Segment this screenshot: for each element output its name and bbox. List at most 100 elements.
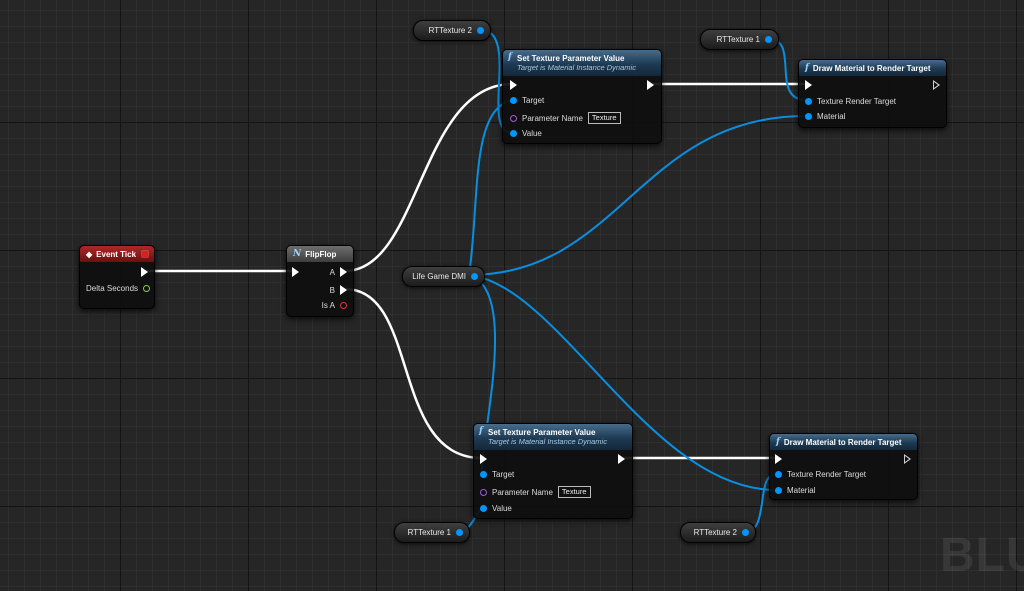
texture-render-target-label: Texture Render Target bbox=[787, 470, 867, 479]
set-texture-header-bottom[interactable]: f Set Texture Parameter Value Target is … bbox=[474, 424, 632, 450]
value-pin-icon[interactable] bbox=[510, 130, 517, 137]
set-texture-parameter-node-bottom[interactable]: f Set Texture Parameter Value Target is … bbox=[473, 423, 633, 519]
value-pin-icon[interactable] bbox=[480, 505, 487, 512]
target-row-bottom: Target bbox=[480, 470, 514, 479]
material-label: Material bbox=[817, 112, 846, 121]
event-tick-node[interactable]: ◆ Event Tick Delta Seconds bbox=[79, 245, 155, 309]
object-pin-icon[interactable] bbox=[742, 529, 749, 536]
material-pin-icon[interactable] bbox=[805, 113, 812, 120]
texture-render-target-row-top: Texture Render Target bbox=[805, 97, 896, 106]
set-texture-subtitle-top: Target is Material Instance Dynamic bbox=[517, 63, 636, 72]
draw-material-header-bottom[interactable]: f Draw Material to Render Target bbox=[770, 434, 917, 450]
material-row-bottom: Material bbox=[775, 486, 815, 495]
material-pin-icon[interactable] bbox=[775, 487, 782, 494]
delta-seconds-label: Delta Seconds bbox=[86, 284, 139, 293]
exec-out-pin-icon[interactable] bbox=[647, 80, 654, 90]
set-texture-exec-in-top[interactable] bbox=[510, 80, 517, 90]
flipflop-out-a[interactable]: A bbox=[330, 267, 347, 277]
exec-wire bbox=[343, 287, 484, 460]
object-pin-icon[interactable] bbox=[471, 273, 478, 280]
rttexture-2-variable-bottom[interactable]: RTTexture 2 bbox=[680, 522, 756, 543]
set-texture-title-top: Set Texture Parameter Value bbox=[517, 54, 625, 63]
set-texture-parameter-node-top[interactable]: f Set Texture Parameter Value Target is … bbox=[502, 49, 662, 144]
material-row-top: Material bbox=[805, 112, 845, 121]
draw-exec-in-top[interactable] bbox=[805, 80, 812, 90]
texture-render-target-row-bottom: Texture Render Target bbox=[775, 470, 866, 479]
delegate-square-icon bbox=[142, 251, 148, 257]
flipflop-title: FlipFlop bbox=[305, 249, 337, 259]
set-texture-exec-out-top[interactable] bbox=[647, 80, 654, 90]
bool-pin-icon[interactable] bbox=[340, 302, 347, 309]
set-texture-subtitle-bottom: Target is Material Instance Dynamic bbox=[488, 437, 607, 446]
render-target-pin-icon[interactable] bbox=[805, 98, 812, 105]
event-tick-header[interactable]: ◆ Event Tick bbox=[80, 246, 154, 262]
exec-out-pin-icon[interactable] bbox=[904, 454, 911, 464]
rttexture-1-variable-bottom[interactable]: RTTexture 1 bbox=[394, 522, 470, 543]
flipflop-exec-in[interactable] bbox=[292, 267, 299, 277]
set-texture-header-top[interactable]: f Set Texture Parameter Value Target is … bbox=[503, 50, 661, 76]
rttexture-2-variable-top[interactable]: RTTexture 2 bbox=[413, 20, 491, 41]
delta-seconds-row: Delta Seconds bbox=[86, 284, 151, 293]
target-pin-icon[interactable] bbox=[480, 471, 487, 478]
float-pin-icon[interactable] bbox=[143, 285, 151, 292]
out-b-label: B bbox=[329, 285, 335, 295]
name-pin-icon[interactable] bbox=[510, 114, 517, 122]
exec-wire bbox=[343, 82, 514, 273]
rttexture-1-label: RTTexture 1 bbox=[716, 35, 760, 44]
parameter-name-field[interactable]: Texture bbox=[587, 112, 621, 124]
draw-material-title-bottom: Draw Material to Render Target bbox=[783, 437, 902, 447]
render-target-pin-icon[interactable] bbox=[775, 471, 782, 478]
life-game-dmi-label: Life Game DMI bbox=[412, 272, 466, 281]
target-pin-icon[interactable] bbox=[510, 97, 517, 104]
flipflop-out-b[interactable]: B bbox=[330, 285, 347, 295]
exec-out-pin-icon[interactable] bbox=[618, 454, 625, 464]
parameter-name-field[interactable]: Texture bbox=[557, 486, 591, 498]
exec-out-pin-icon[interactable] bbox=[340, 267, 347, 277]
exec-out-pin-icon[interactable] bbox=[340, 285, 347, 295]
exec-out-pin-icon[interactable] bbox=[933, 80, 940, 90]
draw-material-header-top[interactable]: f Draw Material to Render Target bbox=[799, 60, 946, 76]
exec-in-pin-icon[interactable] bbox=[805, 80, 812, 90]
function-icon: f bbox=[508, 52, 512, 62]
rttexture-1-label: RTTexture 1 bbox=[407, 528, 451, 537]
value-label: Value bbox=[492, 504, 512, 513]
draw-exec-in-bottom[interactable] bbox=[775, 454, 782, 464]
exec-in-pin-icon[interactable] bbox=[510, 80, 517, 90]
rttexture-2-label: RTTexture 2 bbox=[428, 26, 472, 35]
rttexture-1-variable-top[interactable]: RTTexture 1 bbox=[700, 29, 779, 50]
flipflop-header[interactable]: N FlipFlop bbox=[287, 246, 353, 262]
exec-in-pin-icon[interactable] bbox=[480, 454, 487, 464]
function-icon: f bbox=[479, 426, 483, 436]
event-tick-exec-out[interactable] bbox=[141, 267, 148, 277]
object-pin-icon[interactable] bbox=[765, 36, 772, 43]
event-tick-title: Event Tick bbox=[96, 249, 137, 259]
draw-material-title-top: Draw Material to Render Target bbox=[812, 63, 931, 73]
set-texture-title-bottom: Set Texture Parameter Value bbox=[488, 428, 596, 437]
value-row-bottom: Value bbox=[480, 504, 512, 513]
rttexture-2-label: RTTexture 2 bbox=[693, 528, 737, 537]
flipflop-is-a[interactable]: Is A bbox=[322, 301, 347, 310]
set-texture-exec-out-bottom[interactable] bbox=[618, 454, 625, 464]
life-game-dmi-variable[interactable]: Life Game DMI bbox=[402, 266, 485, 287]
exec-out-pin-icon[interactable] bbox=[141, 267, 148, 277]
flipflop-node[interactable]: N FlipFlop A B Is A bbox=[286, 245, 354, 317]
draw-material-node-bottom[interactable]: f Draw Material to Render Target Texture… bbox=[769, 433, 918, 500]
draw-exec-out-bottom[interactable] bbox=[904, 454, 911, 464]
draw-material-node-top[interactable]: f Draw Material to Render Target Texture… bbox=[798, 59, 947, 128]
object-pin-icon[interactable] bbox=[456, 529, 463, 536]
blueprint-watermark: BLU bbox=[940, 529, 1024, 582]
parameter-name-row-top: Parameter Name Texture bbox=[510, 112, 621, 124]
set-texture-exec-in-bottom[interactable] bbox=[480, 454, 487, 464]
draw-exec-out-top[interactable] bbox=[933, 80, 940, 90]
value-label: Value bbox=[522, 129, 542, 138]
name-pin-icon[interactable] bbox=[480, 488, 487, 496]
object-pin-icon[interactable] bbox=[477, 27, 484, 34]
event-diamond-icon: ◆ bbox=[86, 249, 93, 259]
function-icon: f bbox=[776, 437, 780, 447]
out-a-label: A bbox=[329, 267, 335, 277]
exec-in-pin-icon[interactable] bbox=[292, 267, 299, 277]
parameter-name-label: Parameter Name bbox=[522, 113, 583, 123]
exec-in-pin-icon[interactable] bbox=[775, 454, 782, 464]
target-row-top: Target bbox=[510, 96, 544, 105]
parameter-name-row-bottom: Parameter Name Texture bbox=[480, 486, 591, 498]
